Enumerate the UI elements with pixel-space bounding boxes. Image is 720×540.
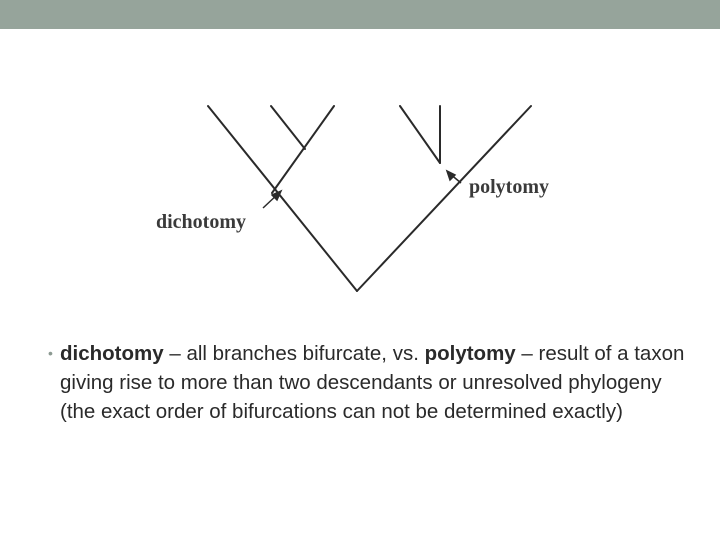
definition-text: dichotomy – all branches bifurcate, vs. … — [60, 339, 688, 426]
term-polytomy: polytomy — [424, 342, 516, 365]
definition-bullet: • dichotomy – all branches bifurcate, vs… — [48, 339, 688, 426]
root-right-branch — [356, 105, 532, 292]
polytomy-label: polytomy — [469, 176, 549, 198]
polytomy-arrowhead — [445, 169, 457, 182]
dichotomy-arrowhead — [270, 189, 283, 202]
phylogeny-diagram: dichotomy polytomy — [156, 105, 549, 292]
dichotomy-label: dichotomy — [156, 211, 246, 233]
term-dichotomy: dichotomy — [60, 342, 164, 365]
dichotomy-definition: – all branches bifurcate, vs. — [163, 342, 425, 365]
dichotomy-branch-a — [271, 105, 335, 194]
dichotomy-branch-b — [270, 105, 306, 150]
bullet-marker: • — [48, 345, 53, 361]
polytomy-definition: – result of a taxon giving rise to more … — [60, 342, 685, 423]
slide-top-bar — [0, 0, 720, 29]
polytomy-branch-left — [399, 105, 441, 164]
root-left-branch — [207, 105, 358, 292]
